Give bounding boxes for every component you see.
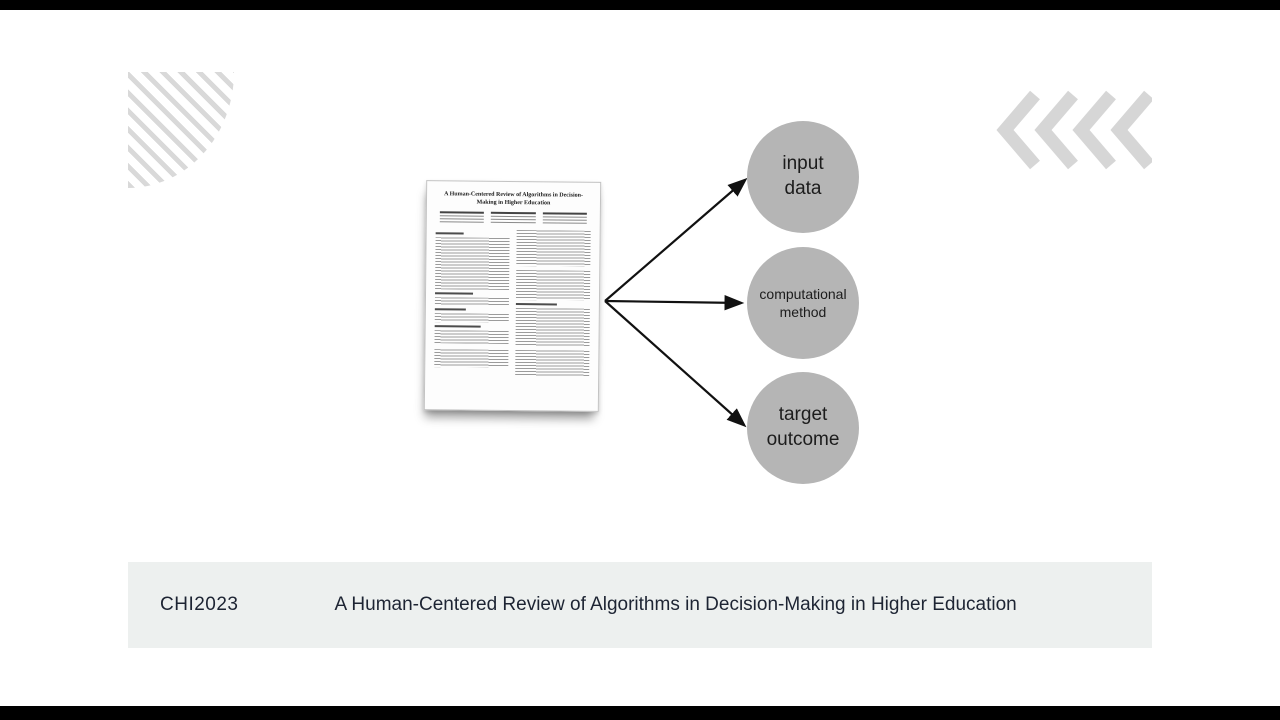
letterbox-bottom (0, 706, 1280, 720)
footer-bar: CHI2023 A Human-Centered Review of Algor… (128, 562, 1152, 648)
conference-label: CHI2023 (160, 594, 239, 615)
arrow-to-input-data (604, 177, 748, 302)
node-input-data: input data (747, 121, 859, 233)
paper-body-placeholder (434, 229, 591, 377)
node-label-line: method (779, 304, 827, 320)
paper-left-column (434, 229, 510, 376)
paper-authors-placeholder (439, 211, 587, 225)
slide-title: A Human-Centered Review of Algorithms in… (334, 594, 1017, 615)
presentation-slide: A Human-Centered Review of Algorithms in… (128, 72, 1152, 648)
paper-right-column (515, 229, 591, 377)
chevron-left-icon (1072, 90, 1116, 170)
node-label-line: outcome (766, 429, 840, 450)
chevron-left-icon (1034, 90, 1078, 170)
node-label-line: computational (759, 285, 847, 302)
letterbox-top (0, 0, 1280, 10)
paper-title: A Human-Centered Review of Algorithms in… (444, 191, 584, 206)
striped-quarter-circle-decoration (128, 72, 234, 188)
node-label-line: input (782, 153, 824, 175)
author-column (491, 211, 536, 225)
author-column (542, 212, 587, 225)
video-frame: A Human-Centered Review of Algorithms in… (0, 10, 1280, 706)
chevron-left-icon (1110, 90, 1152, 170)
arrow-to-target-outcome (604, 300, 747, 428)
node-label-line: data (784, 178, 822, 199)
paper-thumbnail: A Human-Centered Review of Algorithms in… (423, 180, 602, 412)
node-computational-method: computational method (747, 247, 859, 359)
author-column (439, 211, 484, 224)
chevron-left-icon (996, 90, 1040, 170)
node-target-outcome: target outcome (747, 372, 859, 484)
node-label-line: target (778, 404, 828, 426)
arrow-to-computational-method (604, 295, 745, 311)
